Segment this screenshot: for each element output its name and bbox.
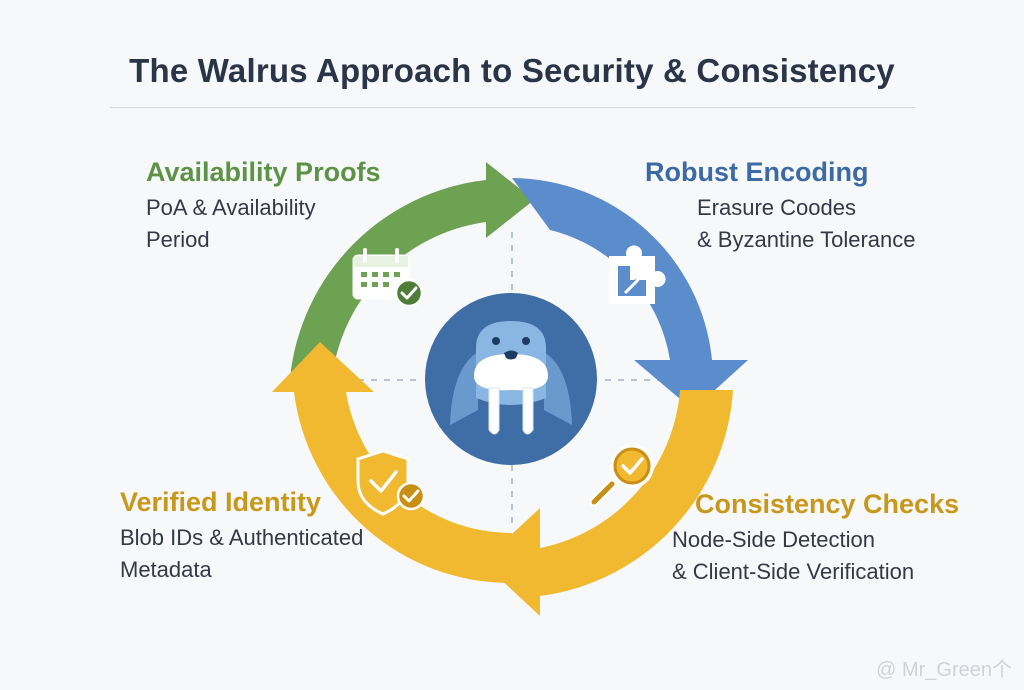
encoding-arrow (512, 178, 748, 410)
verified-identity-line-1: Blob IDs & Authenticated (120, 525, 364, 550)
verified-identity-line-2: Metadata (120, 557, 212, 582)
identity-arrow (272, 342, 512, 584)
availability-proofs-label: Availability Proofs PoA & Availability P… (146, 157, 381, 256)
robust-encoding-line-2: & Byzantine Tolerance (697, 227, 916, 252)
verified-identity-heading: Verified Identity (120, 487, 322, 517)
consistency-checks-heading: Consistency Checks (695, 489, 960, 519)
watermark: @ Mr_Green个 (876, 659, 1012, 681)
consistency-arrow (482, 390, 733, 616)
verified-identity-label: Verified Identity Blob IDs & Authenticat… (120, 487, 363, 586)
consistency-checks-line-2: & Client-Side Verification (672, 559, 915, 584)
availability-proofs-line-1: PoA & Availability (146, 195, 316, 220)
puzzle-piece-icon (609, 245, 666, 304)
walrus-icon (425, 293, 597, 465)
availability-proofs-line-2: Period (146, 227, 210, 252)
availability-proofs-heading: Availability Proofs (146, 157, 381, 187)
robust-encoding-line-1: Erasure Coodes (697, 195, 856, 220)
consistency-checks-line-1: Node-Side Detection (672, 527, 876, 552)
calendar-check-icon (352, 248, 424, 308)
robust-encoding-label: Robust Encoding Erasure Coodes & Byzanti… (645, 157, 916, 256)
page-title: The Walrus Approach to Security & Consis… (129, 52, 895, 89)
robust-encoding-heading: Robust Encoding (645, 157, 869, 187)
magnifier-check-icon (589, 444, 654, 507)
availability-arrow (290, 162, 534, 378)
shield-check-icon (356, 449, 426, 516)
consistency-checks-label: Consistency Checks Node-Side Detection &… (672, 489, 959, 588)
title-divider (110, 107, 915, 108)
quadrant-guides (345, 232, 680, 530)
